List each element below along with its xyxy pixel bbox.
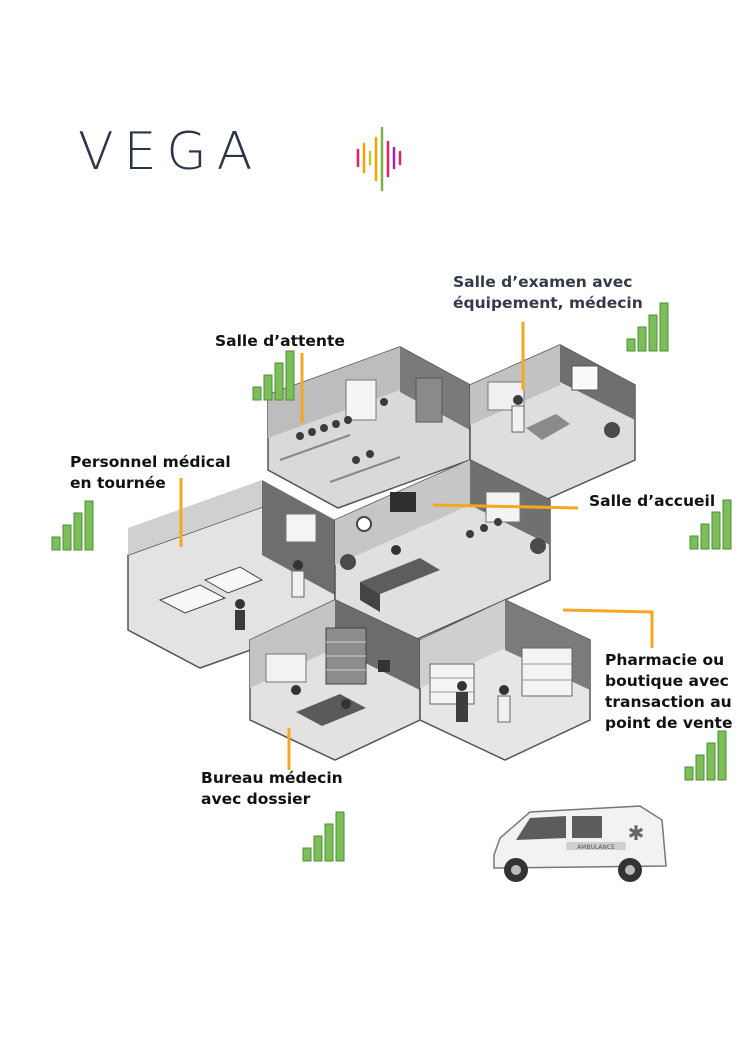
exam-room-block: [469, 344, 636, 501]
signal-icon-pharmacy: [684, 730, 727, 781]
signal-icon-waiting: [252, 350, 295, 401]
vega-logo-wave-icon: [356, 126, 402, 192]
waiting-room-block: [267, 346, 471, 509]
signal-icon-exam: [626, 302, 669, 352]
leader-lines: [179, 322, 654, 770]
signal-icon-office: [302, 811, 345, 862]
doctor-office-block: [249, 599, 421, 761]
ambulance-sign: AMBULANCE: [577, 844, 615, 851]
label-exam-room: Salle d’examen avec équipement, médecin: [453, 273, 643, 312]
label-pharmacy: Pharmacie ou boutique avec transaction a…: [605, 651, 733, 732]
signal-icon-reception: [689, 499, 732, 550]
label-waiting-room: Salle d’attente: [215, 332, 345, 350]
ambulance-illustration: AMBULANCE ✱: [493, 805, 667, 882]
vega-logo-wordmark: VEGA: [78, 122, 263, 182]
label-reception: Salle d’accueil: [589, 492, 716, 510]
label-mobile-staff: Personnel médical en tournée: [70, 453, 231, 492]
star-of-life-icon: ✱: [628, 821, 645, 845]
label-doctor-office: Bureau médecin avec dossier: [201, 769, 343, 808]
signal-icon-staff: [51, 500, 94, 551]
pharmacy-block: [419, 599, 591, 761]
